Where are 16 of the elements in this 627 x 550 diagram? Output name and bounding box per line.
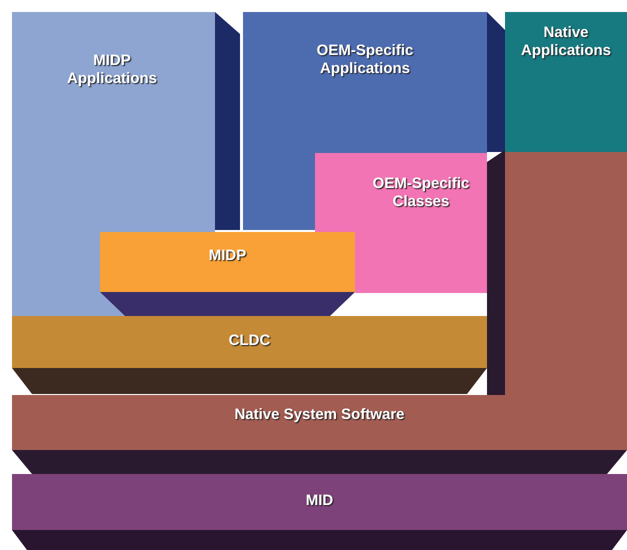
layer-label: MIDP Applications — [66, 52, 158, 88]
layer-block — [12, 12, 215, 232]
layer-label: OEM-Specific Applications — [316, 42, 414, 78]
layer-block — [100, 232, 355, 292]
layer-label: Native Applications — [520, 24, 612, 60]
layer-block — [505, 12, 627, 152]
layer-block — [12, 395, 627, 450]
layer-block — [355, 153, 487, 293]
layer-label: OEM-Specific Classes — [372, 175, 470, 211]
layer-block — [243, 12, 487, 153]
layer-block — [12, 316, 487, 368]
layer-label: MID — [304, 492, 334, 510]
layer-label: Native System Software — [233, 406, 406, 424]
layer-block — [12, 474, 627, 530]
layer-label: MIDP — [208, 247, 248, 265]
layer-label: CLDC — [228, 332, 272, 350]
